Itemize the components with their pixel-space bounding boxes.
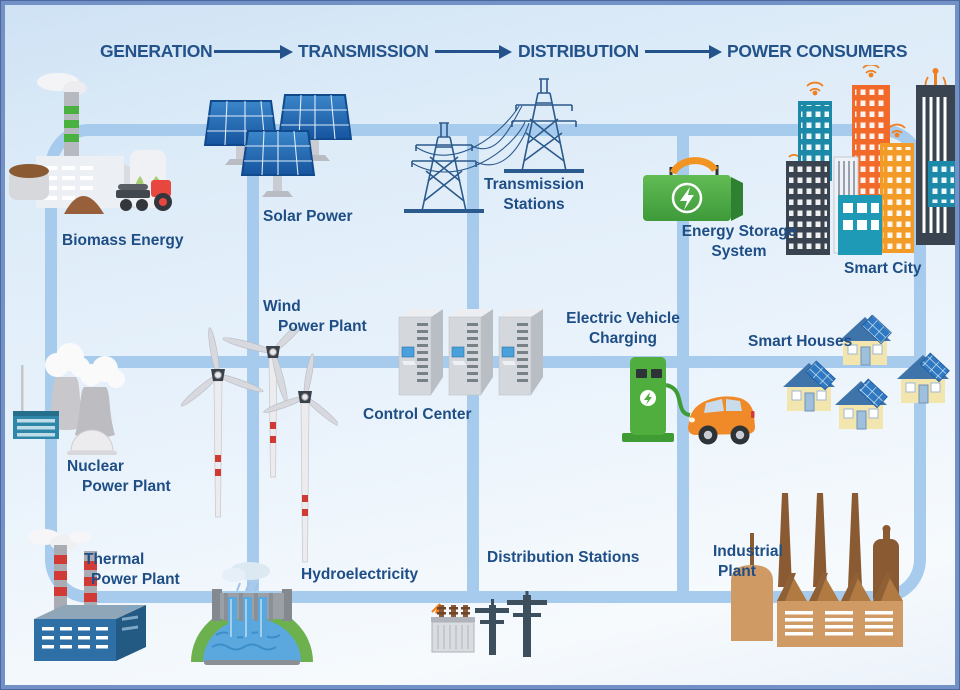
- flow-arrow-icon: [645, 44, 722, 59]
- houses-label: Smart Houses: [748, 333, 853, 350]
- factory-icon: [721, 489, 915, 661]
- stage-power-consumers: POWER CONSUMERS: [727, 41, 908, 61]
- hydro-label: Hydroelectricity: [301, 566, 419, 583]
- nuclear-label: Nuclear Power Plant: [67, 458, 171, 496]
- solar-label: Solar Power: [263, 208, 353, 225]
- wind-label: Wind Power Plant: [263, 298, 367, 336]
- ev-charging-icon: [590, 353, 758, 455]
- control-label: Control Center: [363, 406, 472, 423]
- city-label: Smart City: [844, 260, 922, 277]
- bus-vertical-line-1: [247, 136, 259, 591]
- solar-houses-icon: [781, 315, 955, 441]
- wind-turbines-icon: [178, 327, 338, 567]
- thermal-plant-icon: [28, 523, 166, 665]
- ev-label: Electric Vehicle Charging: [566, 310, 680, 348]
- industrial-label: Industrial Plant: [713, 543, 783, 581]
- stage-transmission: TRANSMISSION: [298, 41, 429, 61]
- stage-distribution: DISTRIBUTION: [518, 41, 639, 61]
- battery-case-icon: [641, 153, 749, 225]
- stage-generation: GENERATION: [100, 41, 213, 61]
- server-racks-icon: [397, 303, 547, 398]
- hydro-dam-icon: [186, 557, 318, 669]
- transmission-label: Transmission Stations: [484, 176, 584, 214]
- nuclear-plant-icon: [13, 327, 128, 457]
- flow-arrow-icon: [214, 44, 293, 59]
- transmission-towers-icon: [386, 75, 600, 223]
- city-buildings-icon: [778, 65, 955, 261]
- storage-label: Energy Storage System: [681, 223, 797, 261]
- bus-vertical-line-3: [677, 136, 689, 591]
- distribution-label: Distribution Stations: [487, 549, 640, 566]
- thermal-label: Thermal Power Plant: [84, 551, 180, 589]
- solar-panels-icon: [203, 93, 355, 211]
- biomass-label: Biomass Energy: [62, 232, 184, 249]
- flow-arrow-icon: [435, 44, 512, 59]
- utility-poles-icon: [431, 591, 555, 659]
- biomass-factory-icon: [8, 68, 190, 230]
